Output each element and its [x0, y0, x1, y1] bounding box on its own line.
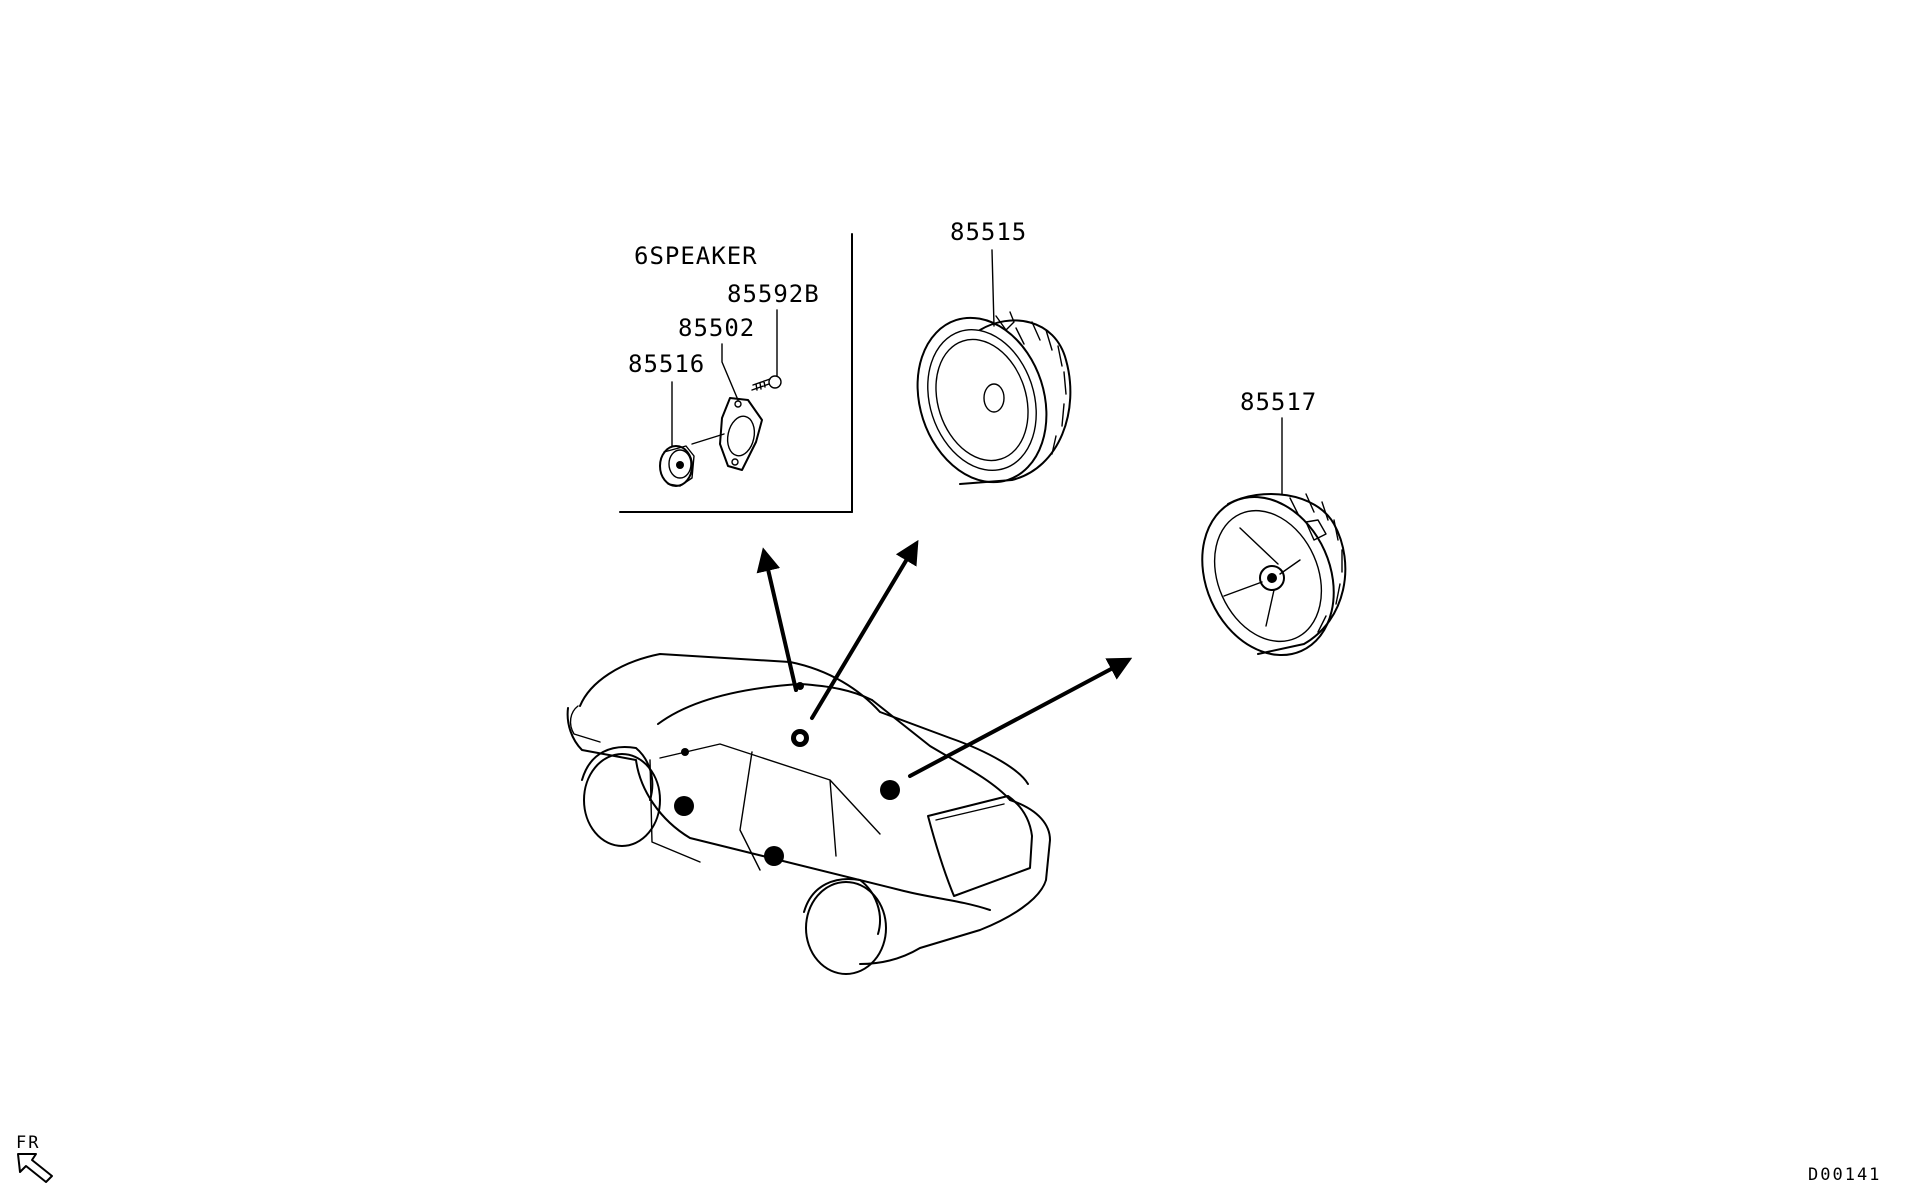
part-label-85592b: 85592B: [727, 280, 820, 308]
direction-label: FR: [16, 1133, 40, 1153]
part-label-85502: 85502: [678, 314, 755, 342]
front-door-speaker-location: [674, 796, 694, 816]
inset-title: 6SPEAKER: [634, 242, 758, 270]
rear-quarter-speaker-location: [880, 780, 900, 800]
bracket-85502: [719, 397, 763, 471]
leader-85502: [721, 343, 739, 401]
part-label-85516: 85516: [628, 350, 705, 378]
part-label-85515: 85515: [950, 218, 1027, 246]
arrow-to-85517: [908, 657, 1133, 778]
rear-door-speaker-location: [764, 846, 784, 866]
arrow-to-85515: [810, 539, 919, 720]
assembly-line: [691, 433, 725, 445]
arrow-to-inset: [756, 547, 798, 692]
front-wheel: [583, 753, 661, 847]
speaker-85517: [1201, 493, 1347, 657]
vehicle-outline: [566, 653, 1051, 975]
speaker-85515: [916, 311, 1072, 485]
front-direction-arrow-icon: [17, 1153, 53, 1183]
screw-85592b: [751, 375, 782, 391]
part-label-85517: 85517: [1240, 388, 1317, 416]
dash-tweeter-location: [681, 748, 689, 756]
drawing-code: D00141: [1808, 1165, 1881, 1185]
six-speaker-inset: 6SPEAKER 85592B 85502 85516: [619, 233, 853, 513]
rear-wheel: [805, 881, 887, 975]
tweeter-85516: [659, 445, 695, 487]
leader-85515: [991, 249, 995, 327]
